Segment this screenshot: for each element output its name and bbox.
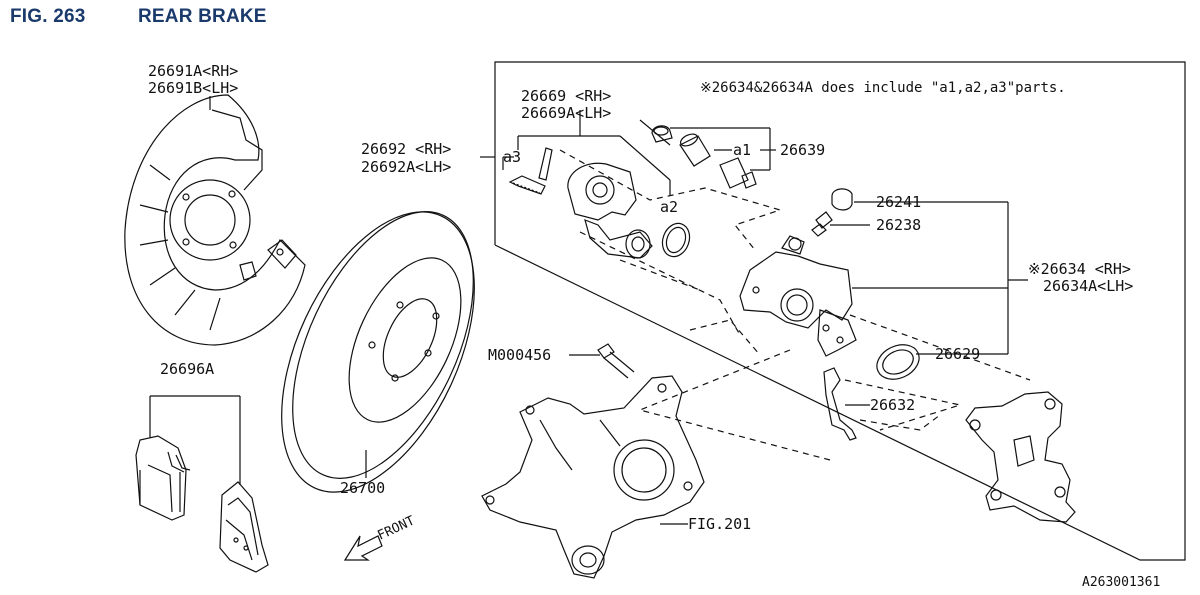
label-piston-seal: 26629 bbox=[935, 345, 980, 363]
label-bleeder-cap: 26241 bbox=[876, 193, 921, 211]
bleeder-screw-illustration bbox=[811, 211, 833, 237]
backing-plate-illustration bbox=[124, 94, 306, 346]
caliper-group-frame bbox=[494, 61, 1186, 561]
label-caliper-rh: ※26634 <RH> bbox=[1028, 260, 1131, 278]
label-caliper-lh: 26634A<LH> bbox=[1043, 277, 1133, 295]
brake-pads-illustration bbox=[135, 395, 269, 573]
label-a3: a3 bbox=[503, 148, 521, 166]
label-a1: a1 bbox=[733, 141, 751, 159]
pin-a3-illustration bbox=[538, 147, 553, 181]
parts-note: ※26634&26634A does include "a1,a2,a3"par… bbox=[700, 80, 1066, 96]
label-bracket-rh: 26692 <RH> bbox=[361, 140, 451, 158]
label-a2: a2 bbox=[660, 198, 678, 216]
label-backing-plate-lh: 26691B<LH> bbox=[148, 79, 238, 97]
boot-pin-a1-illustration bbox=[651, 125, 757, 189]
figure-title: REAR BRAKE bbox=[138, 6, 267, 27]
label-brake-pads: 26696A bbox=[160, 360, 214, 378]
knuckle-illustration bbox=[481, 375, 705, 579]
leaders-upper-left bbox=[502, 110, 671, 196]
front-arrow-icon bbox=[343, 535, 383, 561]
label-bleeder-screw: 26238 bbox=[876, 216, 921, 234]
bolt-illustration bbox=[597, 343, 635, 379]
label-bolt-kit-rh: 26669 <RH> bbox=[521, 87, 611, 105]
assembly-dashed-lines bbox=[559, 149, 1031, 461]
label-pad-clip: 26632 bbox=[870, 396, 915, 414]
label-knuckle: FIG.201 bbox=[688, 515, 751, 533]
leaders-right bbox=[480, 156, 1028, 525]
illustration-code: A263001361 bbox=[1082, 575, 1160, 590]
brake-rotor-illustration bbox=[281, 211, 475, 493]
label-pin-boot: 26639 bbox=[780, 141, 825, 159]
label-bolt: M000456 bbox=[488, 346, 551, 364]
label-front-arrow: FRONT bbox=[375, 513, 417, 543]
label-bracket-lh: 26692A<LH> bbox=[361, 158, 451, 176]
bleeder-cap-illustration bbox=[831, 188, 853, 211]
caliper-body-illustration bbox=[567, 162, 653, 259]
pin-seal-a2-illustration bbox=[661, 222, 691, 258]
piston-seal-illustration bbox=[876, 344, 920, 380]
pad-clip-illustration bbox=[823, 367, 857, 441]
figure-number: FIG. 263 bbox=[10, 6, 86, 27]
label-rotor: 26700 bbox=[340, 479, 385, 497]
guide-pin-illustration bbox=[508, 175, 546, 195]
label-backing-plate-rh: 26691A<RH> bbox=[148, 62, 238, 80]
leader-a1 bbox=[670, 127, 776, 171]
caliper-assembly-illustration bbox=[739, 235, 857, 357]
label-bolt-kit-lh: 26669A<LH> bbox=[521, 104, 611, 122]
caliper-support-illustration bbox=[965, 391, 1076, 523]
